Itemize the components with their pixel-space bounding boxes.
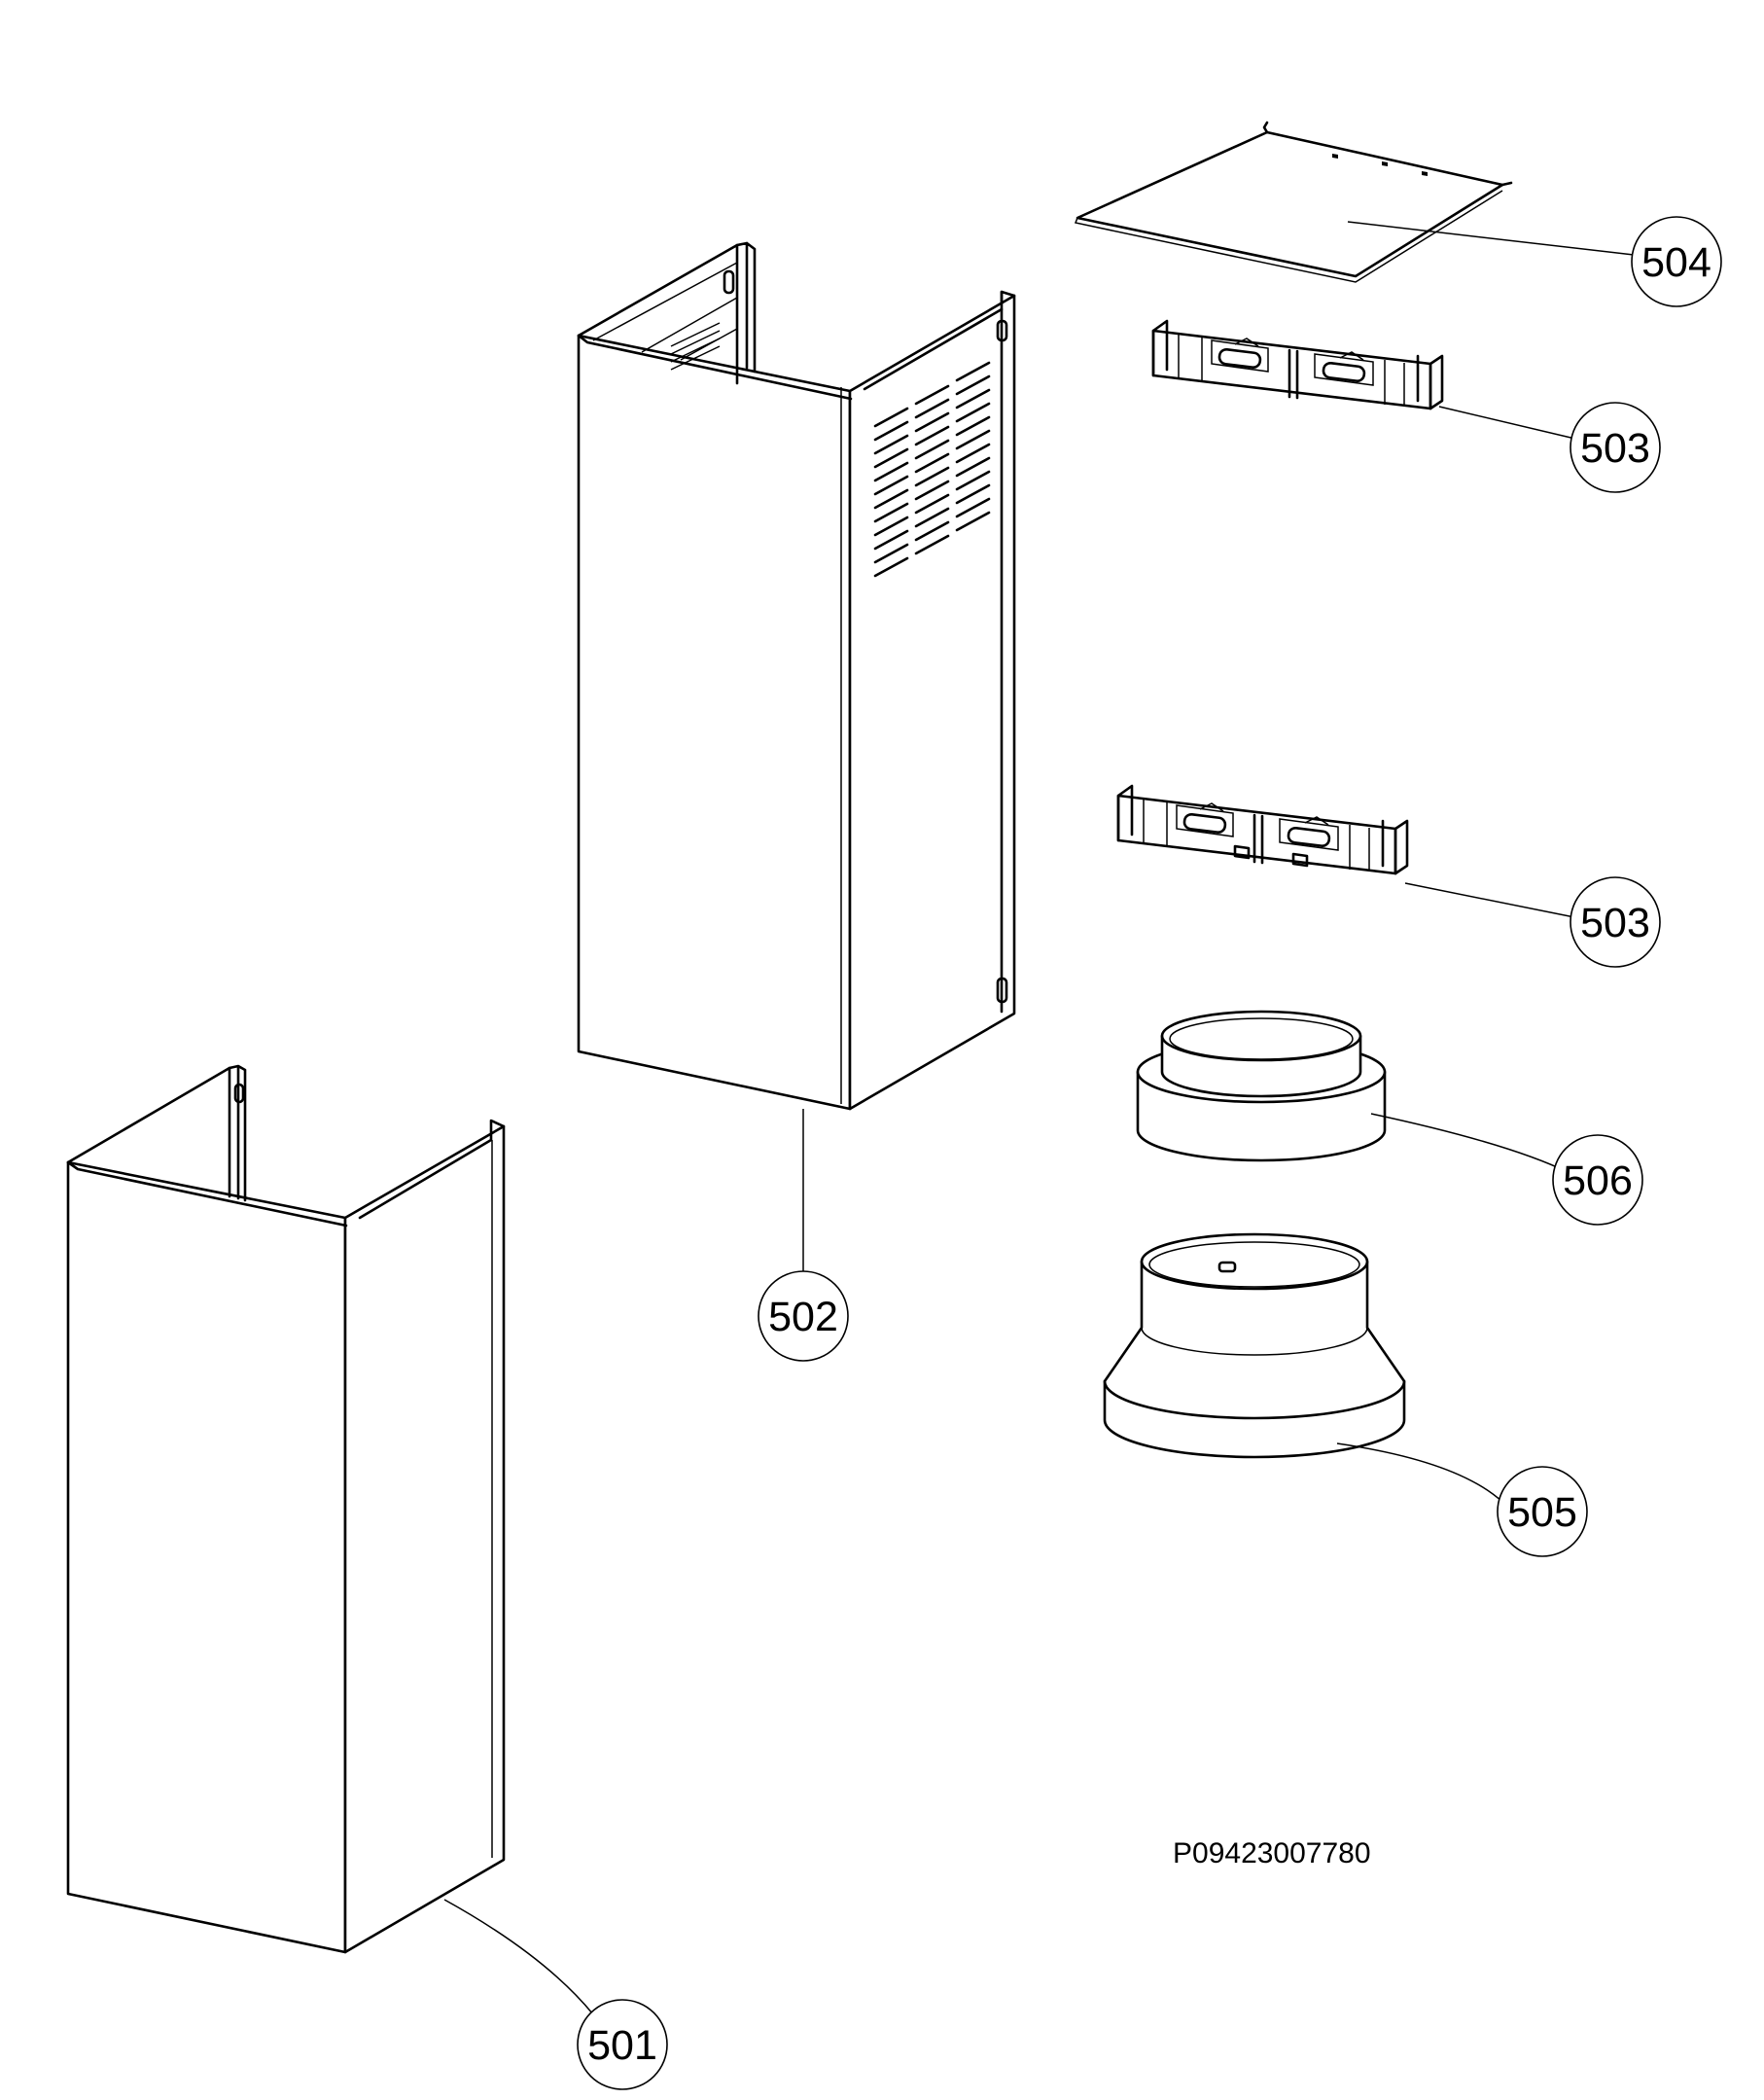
drawing-number: P09423007780	[1173, 1837, 1371, 1869]
callout-505-label: 505	[1507, 1489, 1577, 1536]
callout-506-label: 506	[1563, 1157, 1633, 1204]
callout-502: 502	[758, 1270, 849, 1362]
callout-502-label: 502	[768, 1294, 838, 1340]
vent-slots	[873, 361, 991, 578]
callout-503-lower-label: 503	[1580, 900, 1650, 946]
callout-501-label: 501	[587, 2022, 657, 2069]
part-505-reducer	[1103, 1232, 1406, 1459]
part-503-upper-bracket	[1151, 319, 1444, 410]
part-502-upper-chimney	[577, 241, 1016, 1111]
callout-504-label: 504	[1641, 239, 1711, 286]
part-506-ring	[1136, 1010, 1387, 1162]
callout-503-lower: 503	[1570, 876, 1661, 968]
part-501-lower-chimney	[66, 1064, 506, 1954]
callout-505: 505	[1497, 1466, 1588, 1557]
callout-506: 506	[1552, 1134, 1643, 1226]
callout-501: 501	[577, 1999, 668, 2090]
leader-lines	[443, 221, 1635, 2015]
part-504-plate	[1074, 121, 1513, 283]
callout-504: 504	[1631, 216, 1722, 307]
part-503-lower-bracket	[1116, 784, 1409, 875]
callout-503-upper: 503	[1570, 402, 1661, 493]
callout-503-upper-label: 503	[1580, 425, 1650, 472]
